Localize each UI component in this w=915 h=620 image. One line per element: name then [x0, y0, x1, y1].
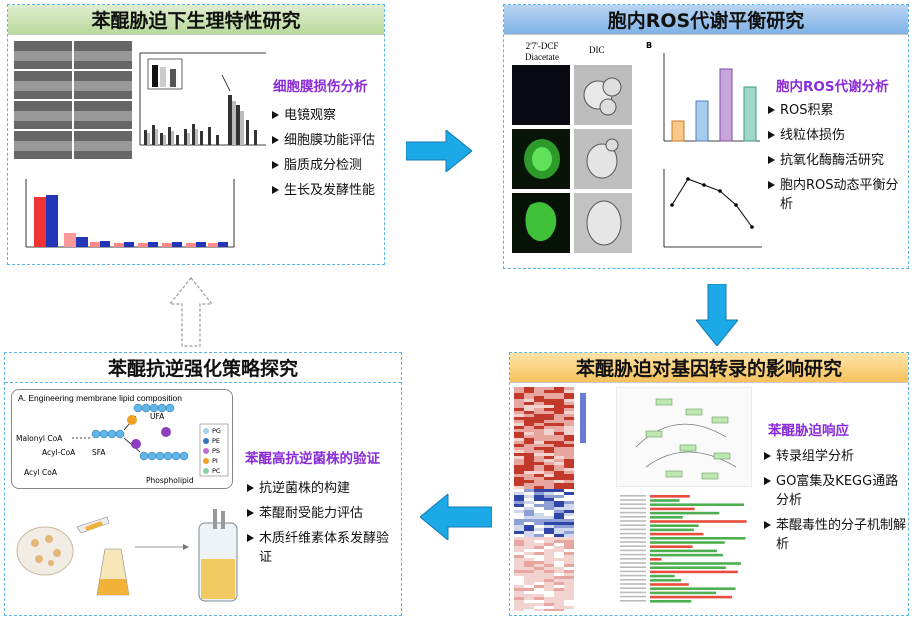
fermentation-workflow-illustration: [11, 499, 243, 611]
lipid-pe: PE: [212, 436, 221, 446]
bullet-item: 苯醌耐受能力评估: [245, 504, 399, 523]
lipid-pi: PI: [212, 456, 221, 466]
bullet-item: 电镜观察: [270, 106, 375, 125]
ros-bar-chart: [654, 49, 764, 149]
lipid-ps: PS: [212, 446, 221, 456]
fig-panel-label-b: B: [646, 41, 652, 50]
bullet-item: 线粒体损伤: [766, 126, 906, 145]
lipid-pc: PC: [212, 466, 221, 476]
bullet-list-transcription: 转录组学分析 GO富集及KEGG通路分析 苯醌毒性的分子机制解析: [762, 447, 906, 560]
arrow-right-icon: [406, 130, 472, 172]
panel-strategy: 苯醌抗逆强化策略探究 A. Engineering membrane lipid…: [4, 352, 402, 616]
arrow-up-outline-icon: [168, 276, 214, 348]
bullet-list-strategy: 抗逆菌株的构建 苯醌耐受能力评估 木质纤维素体系发酵验证: [245, 479, 399, 573]
arrow-left-icon: [420, 494, 492, 540]
bullet-list-physiology: 电镜观察 细胞膜功能评估 脂质成分检测 生长及发酵性能: [270, 106, 375, 206]
panel-title-ros: 胞内ROS代谢平衡研究: [504, 5, 908, 35]
bullet-item: 脂质成分检测: [270, 156, 375, 175]
heatmap: [514, 387, 606, 611]
lipid-pg: PG: [212, 426, 221, 436]
panel-ros: 胞内ROS代谢平衡研究 2'7'-DCF Diacetate DIC B: [503, 4, 909, 269]
micrograph-grid: [14, 41, 132, 159]
panel-title-transcription: 苯醌胁迫对基因转录的影响研究: [510, 353, 908, 383]
highlight-stress-response: 苯醌胁迫响应: [768, 419, 849, 439]
highlight-ros-analysis: 胞内ROS代谢分析: [776, 75, 889, 95]
lipid-bar-chart: [136, 45, 268, 157]
panel-physiology: 苯醌胁迫下生理特性研究: [7, 4, 385, 265]
bullet-item: GO富集及KEGG通路分析: [762, 472, 906, 510]
fig-col-label-dcf: 2'7'-DCF Diacetate: [516, 41, 568, 63]
panel-transcription: 苯醌胁迫对基因转录的影响研究 苯醌胁迫响应 转录组学分析 GO富集及KEGG通路…: [509, 352, 909, 616]
bullet-item: 木质纤维素体系发酵验证: [245, 529, 399, 567]
panel-title-physiology: 苯醌胁迫下生理特性研究: [8, 5, 384, 35]
bullet-item: 抗逆菌株的构建: [245, 479, 399, 498]
lipid-legend: PG PE PS PI PC: [212, 426, 221, 476]
fluorescence-micrographs: [512, 65, 634, 255]
bullet-item: 生长及发酵性能: [270, 181, 375, 200]
bullet-item: 抗氧化酶酶活研究: [766, 151, 906, 170]
bullet-list-ros: ROS积累 线粒体损伤 抗氧化酶酶活研究 胞内ROS动态平衡分析: [766, 101, 906, 220]
panel-title-strategy: 苯醌抗逆强化策略探究: [5, 353, 401, 383]
growth-bar-chart: [14, 173, 246, 259]
bullet-item: 细胞膜功能评估: [270, 131, 375, 150]
membrane-engineering-diagram: A. Engineering membrane lipid compositio…: [11, 389, 233, 489]
fig-col-label-dic: DIC: [589, 45, 605, 55]
go-enrichment-chart: [616, 493, 752, 611]
enzyme-activity-line-chart: [654, 165, 766, 257]
bullet-item: 转录组学分析: [762, 447, 906, 466]
arrow-down-icon: [696, 284, 738, 346]
highlight-membrane-damage: 细胞膜损伤分析: [273, 75, 368, 95]
bullet-item: ROS积累: [766, 101, 906, 120]
kegg-pathway-map: [616, 387, 752, 487]
bullet-item: 胞内ROS动态平衡分析: [766, 176, 906, 214]
bullet-item: 苯醌毒性的分子机制解析: [762, 516, 906, 554]
highlight-strain-validation: 苯醌高抗逆菌株的验证: [245, 447, 380, 467]
